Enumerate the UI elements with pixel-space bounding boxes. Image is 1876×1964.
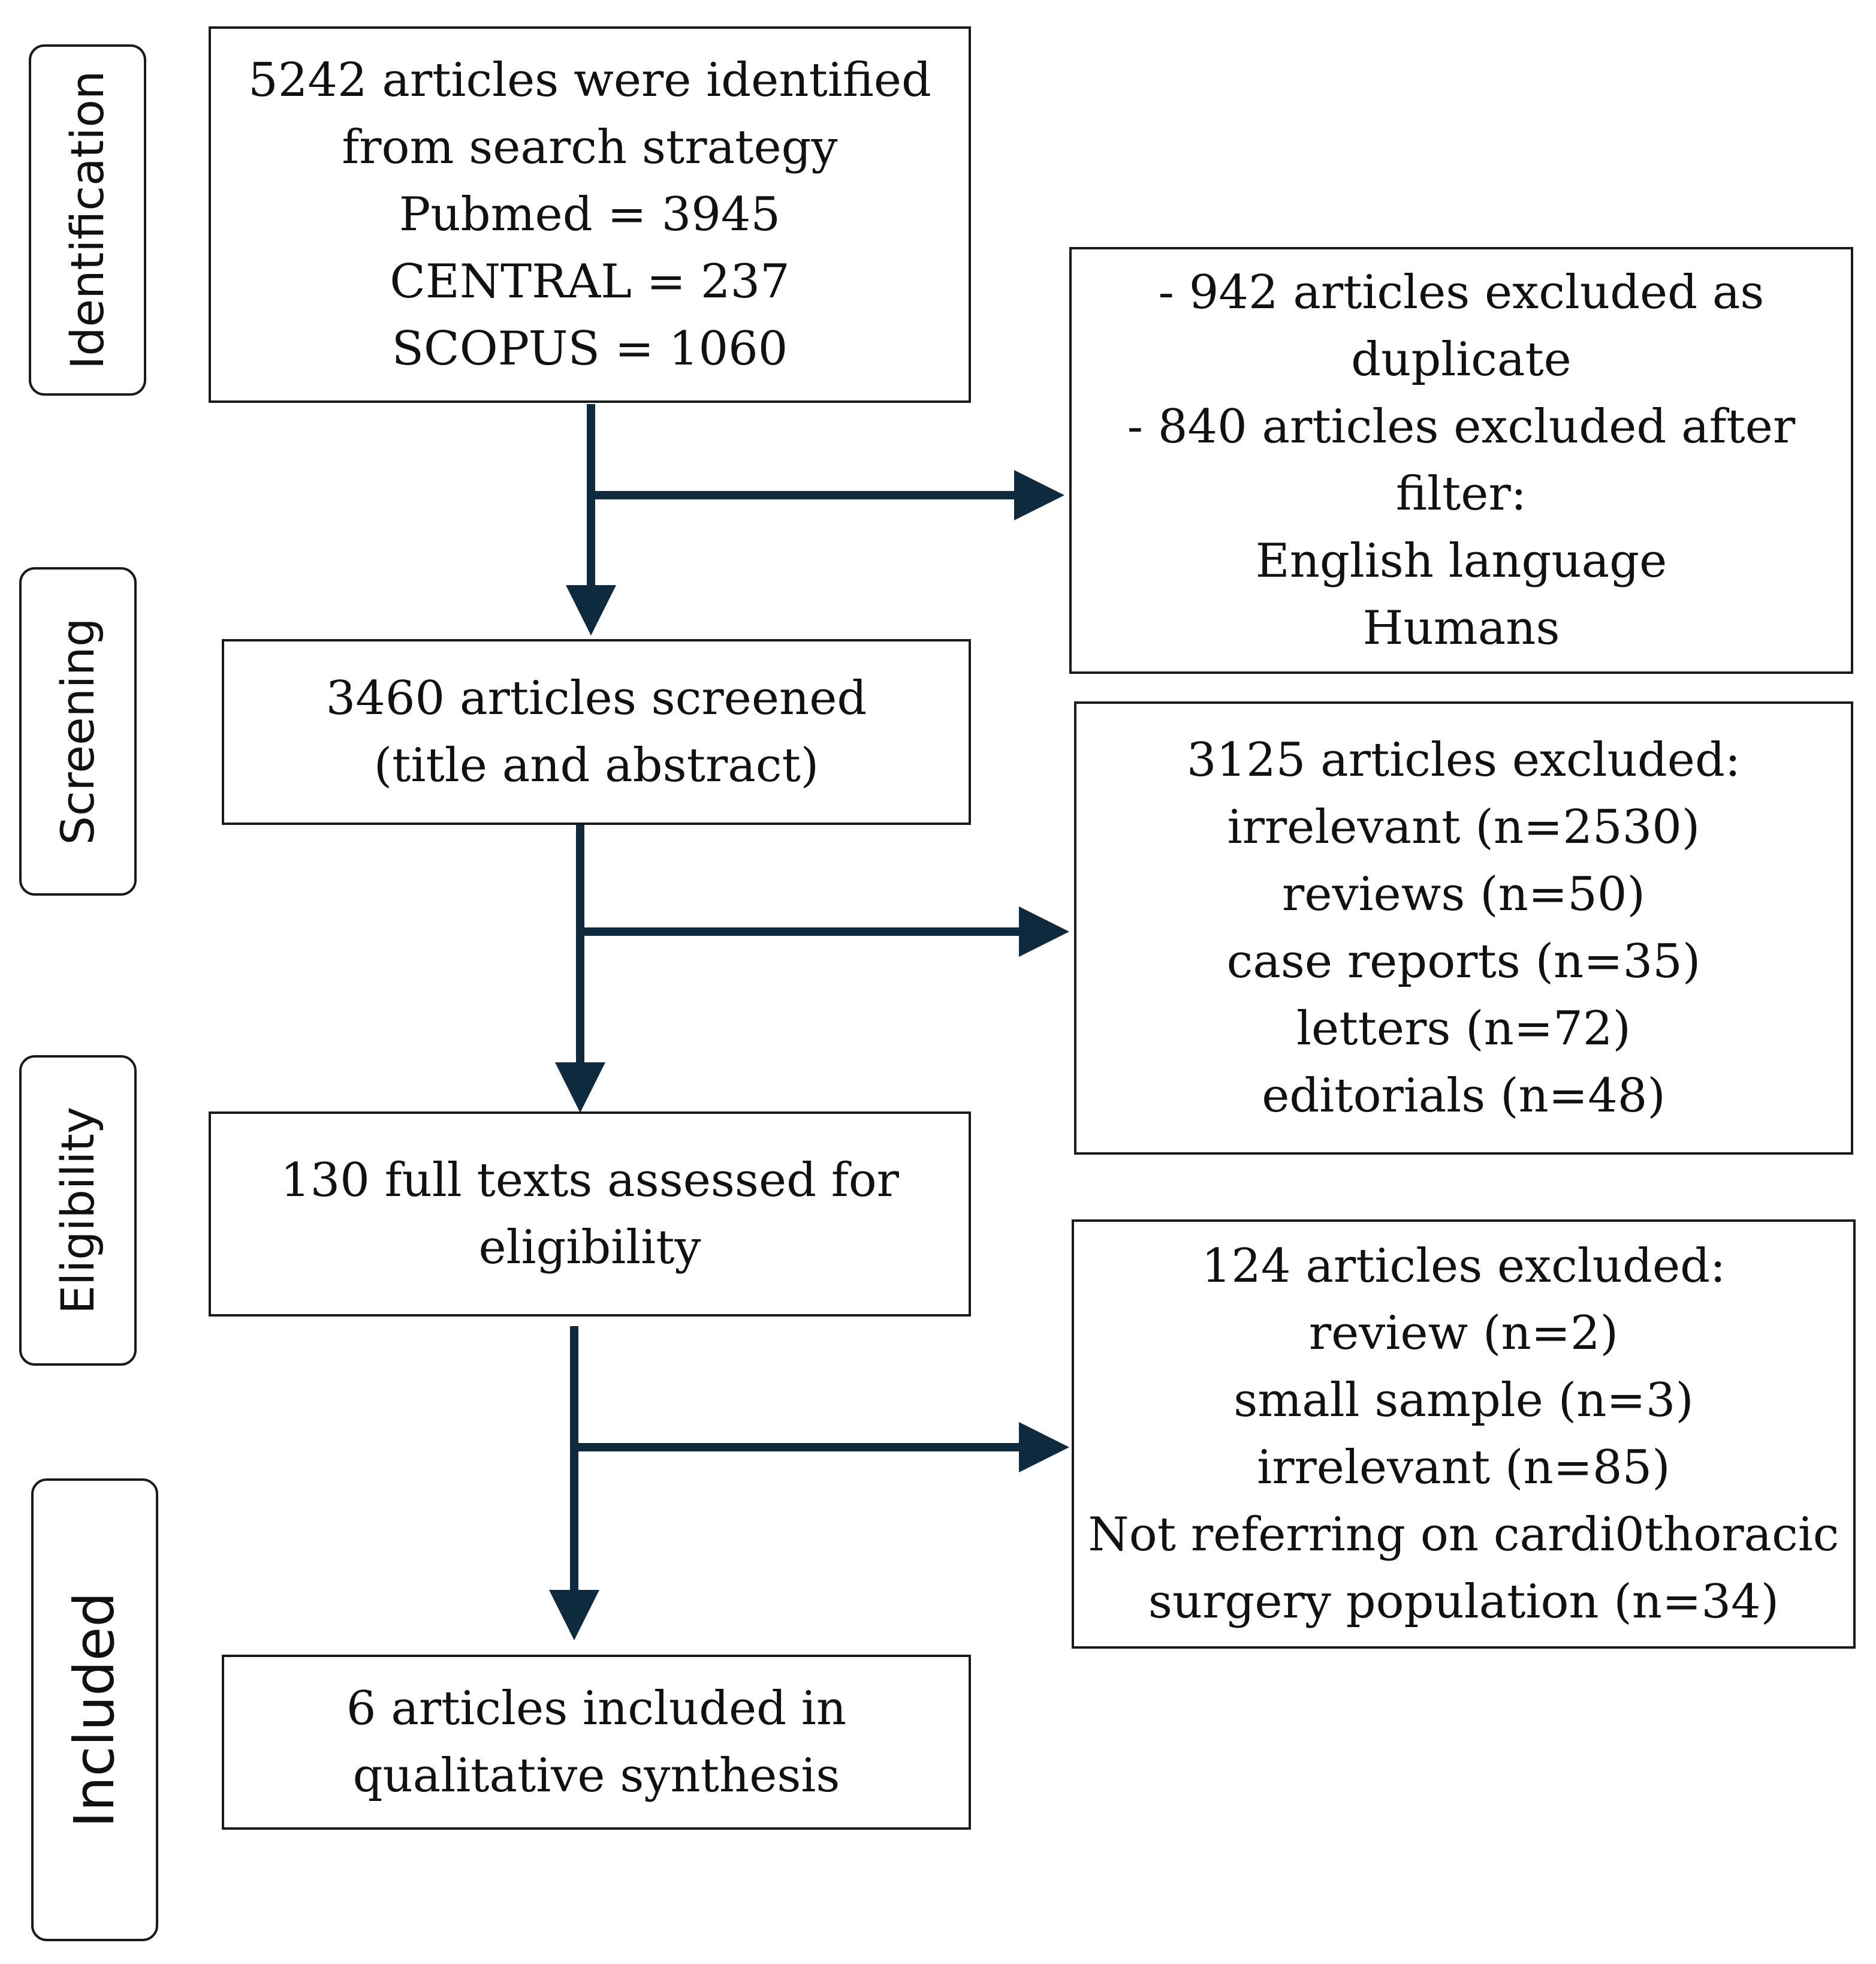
excluded-duplicates-line-5: English language (1255, 534, 1667, 588)
excluded-screening-line-2: irrelevant (n=2530) (1227, 800, 1700, 854)
excluded-screening-line-4: case reports (n=35) (1226, 935, 1701, 989)
screened-box: 3460 articles screened (title and abstra… (222, 639, 971, 825)
included-line-1: 6 articles included in (346, 1682, 847, 1736)
excluded-duplicates-line-4: filter: (1395, 467, 1527, 521)
excluded-duplicates-line-3: - 840 articles excluded after (1127, 400, 1796, 454)
excluded-duplicates-box: - 942 articles excluded as duplicate - 8… (1069, 247, 1853, 674)
stage-included: Included (31, 1478, 158, 1941)
excluded-eligibility-line-2: review (n=2) (1308, 1306, 1619, 1360)
excluded-duplicates-line-1: - 942 articles excluded as (1158, 266, 1765, 320)
fulltext-box: 130 full texts assessed for eligibility (209, 1111, 971, 1317)
identified-line-2: from search strategy (342, 121, 838, 174)
included-line-2: qualitative synthesis (352, 1749, 840, 1803)
included-box: 6 articles included in qualitative synth… (222, 1655, 971, 1830)
identified-line-1: 5242 articles were identified (248, 53, 931, 107)
excluded-screening-line-1: 3125 articles excluded: (1186, 733, 1741, 787)
excluded-screening-line-3: reviews (n=50) (1282, 867, 1645, 921)
excluded-screening-line-5: letters (n=72) (1296, 1002, 1631, 1056)
excluded-eligibility-line-6: surgery population (n=34) (1148, 1575, 1780, 1629)
excluded-duplicates-line-2: duplicate (1351, 333, 1572, 387)
excluded-screening-line-6: editorials (n=48) (1262, 1069, 1666, 1123)
identified-line-4: CENTRAL = 237 (390, 255, 790, 309)
excluded-eligibility-box: 124 articles excluded: review (n=2) smal… (1072, 1219, 1856, 1649)
excluded-screening-box: 3125 articles excluded: irrelevant (n=25… (1074, 701, 1853, 1155)
fulltext-line-2: eligibility (478, 1221, 701, 1275)
stage-eligibility: Eligibility (19, 1055, 137, 1366)
excluded-duplicates-line-6: Humans (1362, 601, 1560, 655)
screened-line-2: (title and abstract) (373, 739, 819, 793)
stage-identification: Identification (29, 44, 146, 396)
screened-line-1: 3460 articles screened (325, 671, 867, 725)
identified-box: 5242 articles were identified from searc… (209, 26, 971, 403)
fulltext-line-1: 130 full texts assessed for (281, 1153, 899, 1207)
excluded-eligibility-line-1: 124 articles excluded: (1201, 1239, 1726, 1293)
stage-screening: Screening (19, 567, 137, 896)
excluded-eligibility-line-5: Not referring on cardi0thoracic (1088, 1508, 1839, 1562)
identified-line-5: SCOPUS = 1060 (391, 322, 788, 376)
excluded-eligibility-line-3: small sample (n=3) (1233, 1373, 1694, 1427)
excluded-eligibility-line-4: irrelevant (n=85) (1257, 1441, 1670, 1495)
identified-line-3: Pubmed = 3945 (399, 188, 781, 242)
